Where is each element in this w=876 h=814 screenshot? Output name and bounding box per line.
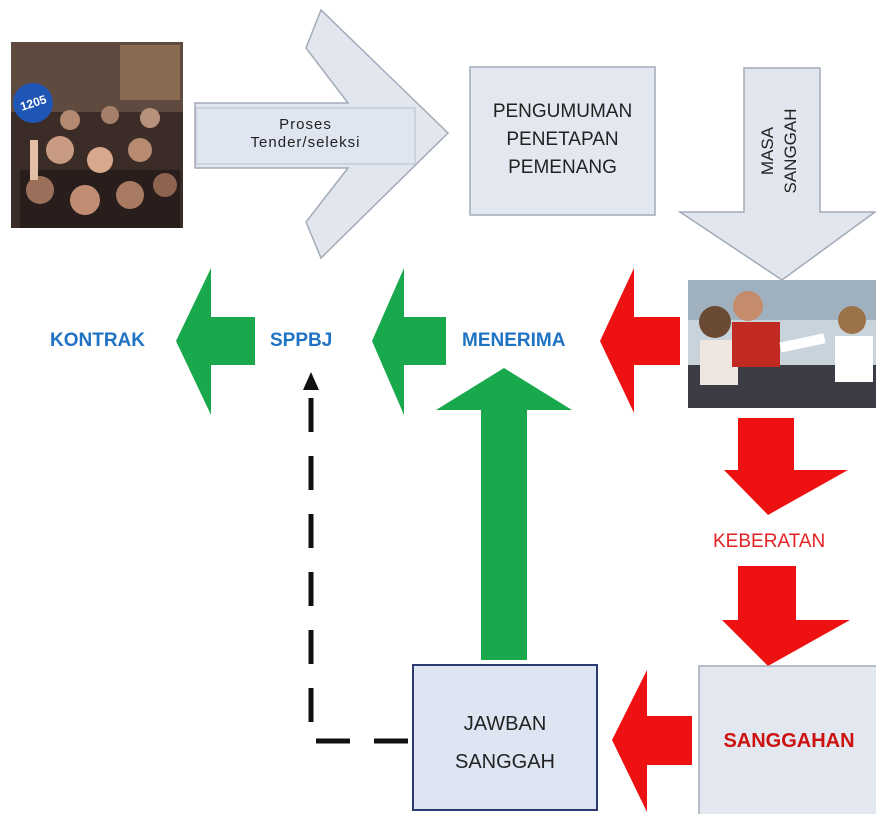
jawaban-label: JAWBAN SANGGAH (413, 705, 597, 781)
pengumuman-line-1: PENGUMUMAN (492, 101, 633, 122)
menerima-arrow (600, 268, 680, 413)
pengumuman-line-3: PEMENANG (508, 157, 617, 178)
dashed-connector-head (303, 372, 319, 390)
dashed-connector (308, 395, 408, 744)
sppbj-label: SPPBJ (270, 330, 333, 351)
meeting-photo (688, 280, 876, 408)
keberatan-arrow (724, 418, 848, 515)
sanggah-line: SANGGAH (781, 108, 800, 194)
kontrak-label: KONTRAK (50, 330, 145, 351)
sanggahan-to-jawaban-arrow (612, 670, 692, 812)
pengumuman-label: PENGUMUMAN PENETAPAN PEMENANG (470, 98, 655, 182)
proses-line-1: Proses (279, 116, 332, 133)
masa-sanggah-label: MASA SANGGAH (756, 91, 808, 211)
jawaban-to-menerima-arrow (436, 368, 572, 660)
pengumuman-line-2: PENETAPAN (506, 129, 619, 150)
sanggahan-label: SANGGAHAN (723, 730, 855, 752)
keberatan-label: KEBERATAN (713, 531, 826, 552)
auction-photo (11, 42, 183, 228)
jawaban-line-2: SANGGAH (454, 751, 556, 773)
proses-tender-label: Proses Tender/seleksi (196, 116, 415, 152)
kontrak-arrow (176, 268, 255, 415)
jawaban-line-1: JAWBAN (463, 713, 547, 735)
pengumuman-box (469, 66, 656, 216)
sppbj-arrow (372, 268, 446, 415)
menerima-label: MENERIMA (462, 330, 566, 351)
sanggahan-box (698, 665, 876, 814)
sanggahan-arrow (722, 566, 850, 666)
proses-line-2: Tender/seleksi (250, 134, 361, 151)
masa-sanggah-arrow (677, 67, 876, 281)
proses-tender-box (195, 107, 416, 165)
jawaban-box (412, 664, 598, 811)
masa-line: MASA (758, 126, 777, 176)
